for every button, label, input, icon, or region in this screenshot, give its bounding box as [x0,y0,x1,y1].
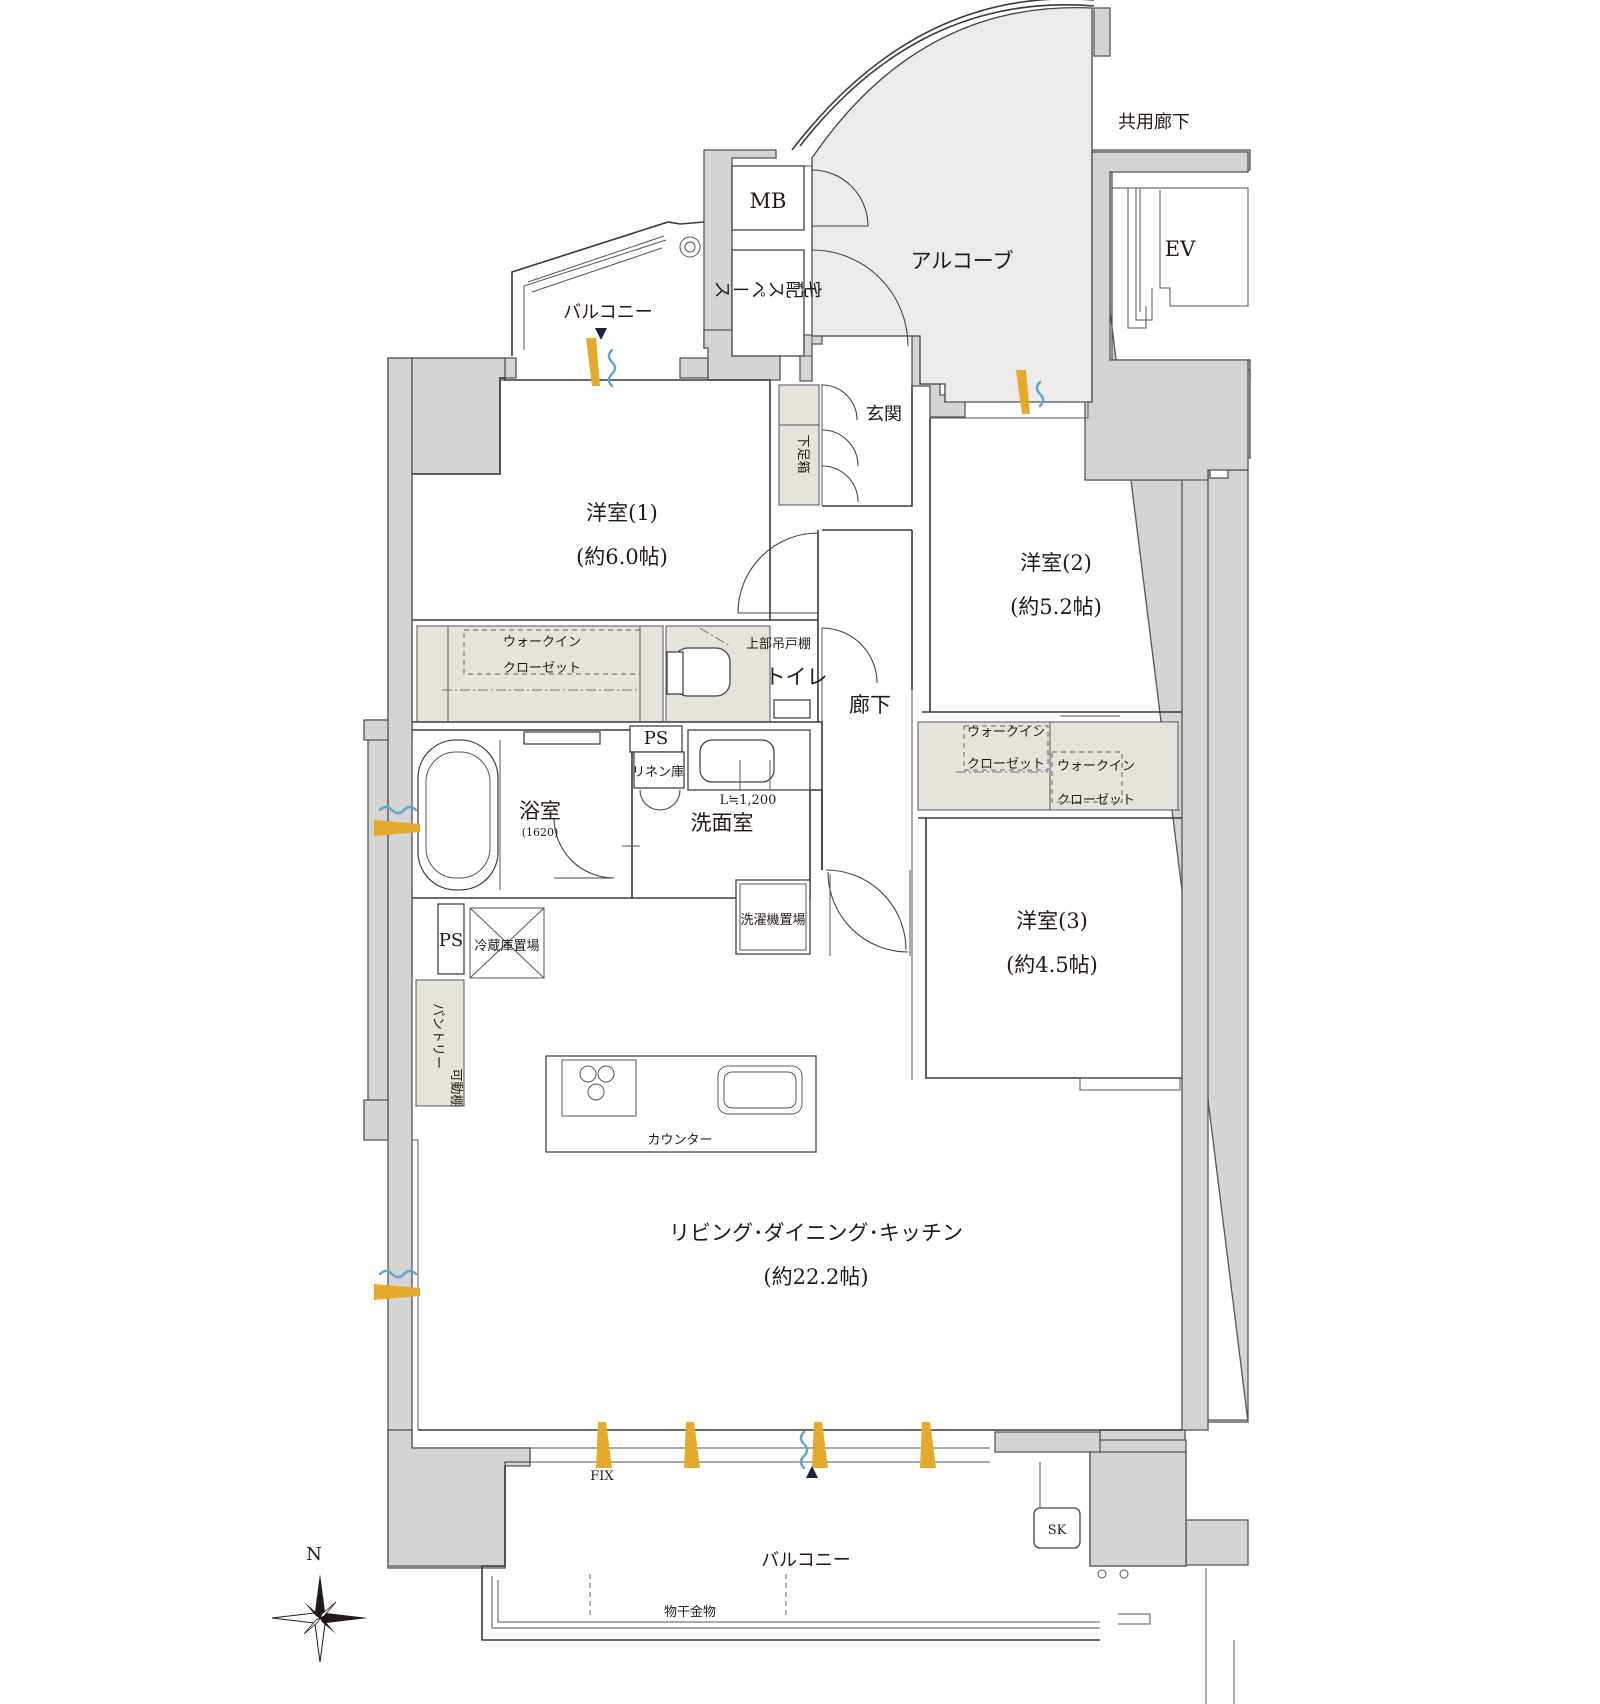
east-upper-wall [1084,151,1249,481]
entrance [778,384,1089,531]
southeast-pier-2 [1089,1451,1187,1567]
wic2-label-a: ウォークイン [967,725,1045,740]
linen-label: リネン庫 [632,765,684,780]
room2 [922,418,1182,713]
balcony-south-label: バルコニー [761,1550,851,1571]
room3 [825,817,1182,1091]
common-corridor-label: 共用廊下 [1118,112,1190,133]
labels: 共用廊下 EV アルコーブ MB 宅配スペース バルコニー 玄関 下足箱 洋室(… [306,112,1196,1620]
wic2-label-b: クローゼット [967,757,1045,772]
pantry-label: パントリー [430,1003,445,1069]
compass-icon [271,1574,368,1663]
ventilation-markers [374,328,1045,1478]
wic3-label-a: ウォークイン [1057,759,1135,774]
north-label: N [306,1544,322,1565]
hallway-label: 廊下 [849,693,891,717]
north-balcony [511,221,705,356]
upper-cabinet-label: 上部吊戸棚 [746,637,811,652]
laundry-rail-label: 物干金物 [664,1604,716,1620]
bathroom [412,729,640,899]
room1-label: 洋室(1) [586,501,658,525]
southwest-pier [387,1429,531,1567]
washer-label: 洗濯機置場 [740,913,805,928]
wic3-label-b: クローゼット [1057,793,1135,808]
bath-size-label: (1620) [522,826,559,839]
wic1-label-a: ウォークイン [503,635,581,650]
washroom-label: 洗面室 [691,811,754,835]
west-wall-notch-mid [363,1099,389,1141]
wic1-label-b: クローゼット [503,661,581,676]
shoe-box-label: 下足箱 [795,434,811,473]
movable-shelf-label: 可動棚 [448,1068,463,1107]
west-wall-notch-top [363,719,389,741]
vanity-label: L≒1,200 [720,793,777,808]
toilet-room [665,625,878,723]
room1-size: (約6.0帖) [576,545,668,569]
ldk-label: リビング･ダイニング･キッチン [669,1221,963,1245]
wic-room2-3 [917,715,1180,811]
room2-label: 洋室(2) [1020,551,1092,575]
counter-label: カウンター [647,1133,712,1148]
washroom [629,725,823,955]
west-wall [387,357,413,1431]
ps-label-1: PS [644,728,668,749]
alcove-label: アルコーブ [910,249,1013,273]
room3-size: (約4.5帖) [1006,953,1098,977]
bath-label: 浴室 [519,799,561,823]
room1-north-wall [411,357,506,475]
south-balcony [418,1429,1235,1704]
room3-label: 洋室(3) [1016,909,1088,933]
alcove-area [791,0,1111,403]
wic-room1 [416,625,664,723]
ldk-size: (約22.2帖) [763,1265,868,1289]
mb-label: MB [750,189,787,213]
mb-block [731,165,813,357]
balcony-north-label: バルコニー [563,302,653,323]
sk-label: SK [1048,1523,1067,1538]
room2-size: (約5.2帖) [1010,595,1102,619]
fix-label: FIX [590,1469,614,1484]
toilet-label: トイレ [765,665,828,689]
entrance-label: 玄関 [866,404,902,425]
ps-label-2: PS [439,930,463,951]
delivery-box-label: 宅配スペース [714,278,822,299]
elevator [1112,187,1249,329]
kitchen [412,903,817,1430]
fridge-label: 冷蔵庫置場 [474,939,539,954]
east-wall [1181,469,1209,1431]
ev-label: EV [1165,237,1196,261]
